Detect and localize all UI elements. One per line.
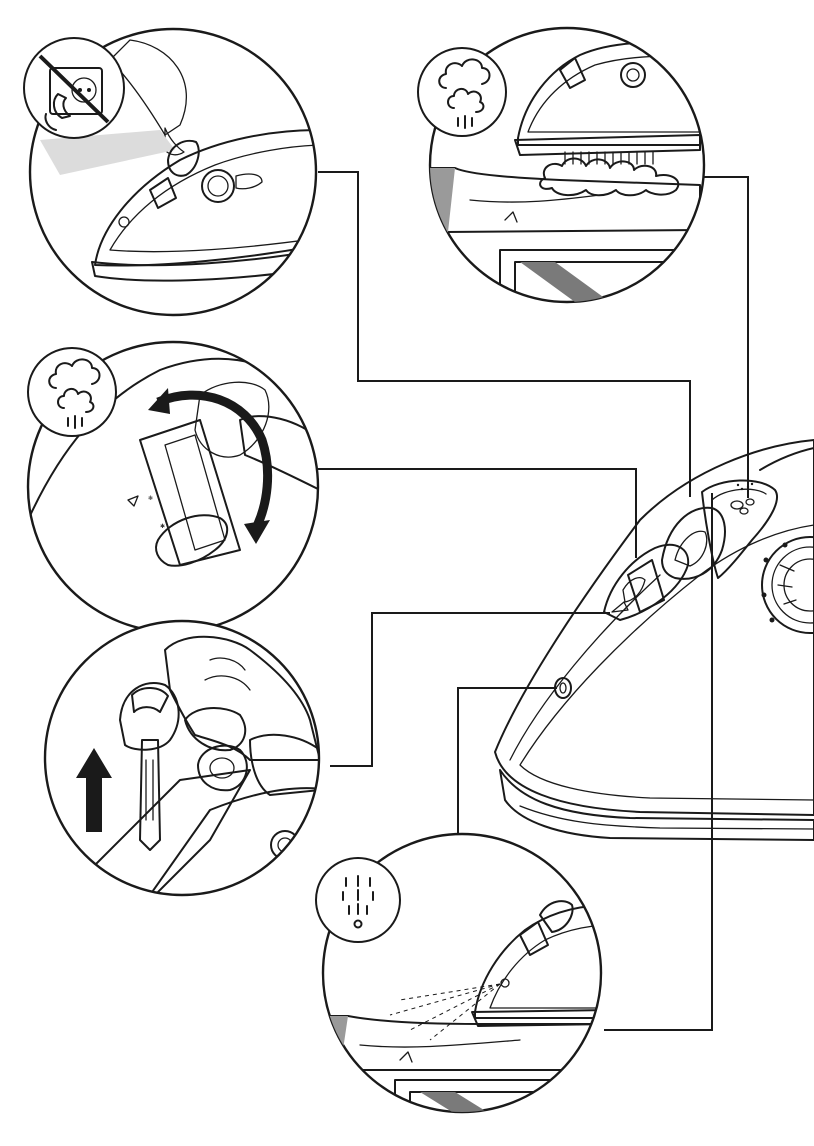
steam-slider-icon: [612, 560, 664, 612]
spray-drops-icon: [316, 858, 400, 942]
main-iron: [495, 440, 814, 840]
panel-self-clean: [45, 621, 330, 900]
panel-fill-water: [24, 29, 320, 315]
leader-steam-burst: [704, 177, 748, 498]
leader-self-clean: [330, 613, 610, 766]
panel-spray: [316, 834, 610, 1120]
leader-spray-to-nozzle: [604, 493, 712, 1030]
panel-steam-control: ❃ ✱: [28, 342, 320, 640]
temperature-dial-icon: [762, 537, 814, 633]
unplugged-socket-icon: [24, 38, 124, 138]
burst-button-icon: [702, 480, 777, 578]
steam-cloud-icon: [28, 348, 116, 436]
leader-spray: [458, 688, 557, 833]
steam-mark: ❃: [148, 495, 153, 502]
iron-shell: [495, 440, 814, 815]
spray-nozzle-icon: [731, 483, 754, 514]
indicator-light: [555, 678, 571, 698]
panel-steam-burst: [418, 28, 704, 302]
dry-mark: ✱: [160, 523, 165, 530]
iron-body-panel: [520, 525, 814, 800]
steam-cloud-icon: [418, 48, 506, 136]
leader-steam-control: [318, 469, 636, 558]
